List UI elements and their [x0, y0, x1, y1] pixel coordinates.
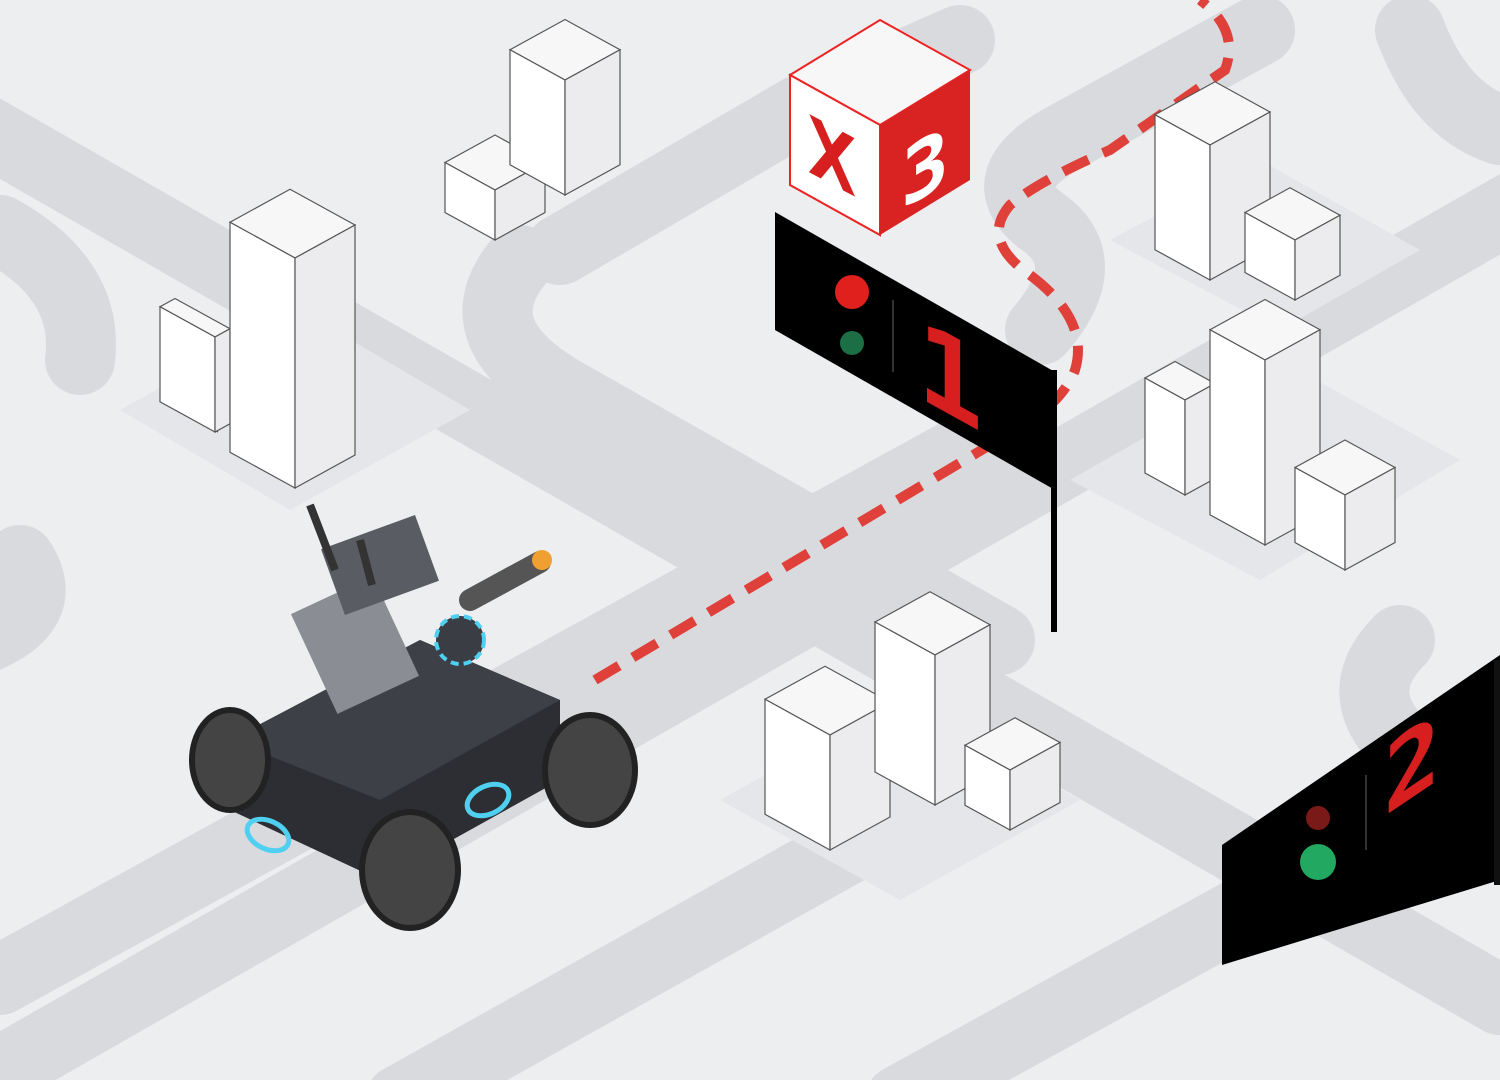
sign-pole	[1051, 370, 1057, 632]
road-curve	[984, 0, 1295, 365]
building	[874, 620, 936, 807]
building	[294, 223, 356, 490]
route-path-dashed	[592, 0, 1235, 685]
wheel	[359, 809, 461, 931]
red-light-icon	[835, 275, 869, 309]
wheel	[189, 707, 271, 813]
green-light-icon	[840, 331, 864, 355]
building	[1294, 214, 1341, 302]
building	[1209, 328, 1266, 547]
road-top-right	[1375, 0, 1500, 165]
red-light-icon	[1306, 806, 1330, 830]
building	[229, 221, 296, 490]
road-loop	[462, 225, 1035, 675]
road-left-top	[0, 195, 116, 395]
road-left	[0, 525, 66, 670]
robot	[189, 503, 638, 931]
building	[1009, 741, 1061, 832]
building	[1344, 466, 1396, 572]
building	[214, 327, 231, 434]
building	[564, 48, 621, 197]
wheel	[542, 712, 638, 828]
road-path	[0, 395, 1035, 1015]
buildings	[158, 18, 1397, 852]
green-light-icon	[1300, 844, 1336, 880]
